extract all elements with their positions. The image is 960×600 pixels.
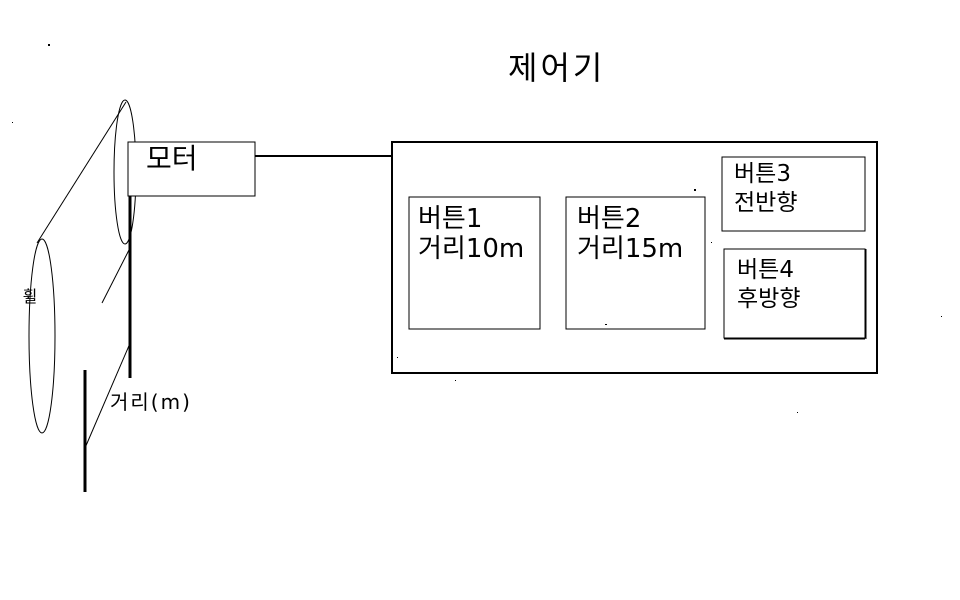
button-2-name: 버튼2 xyxy=(577,204,642,234)
speck xyxy=(605,324,607,325)
button-1-name: 버튼1 xyxy=(418,204,483,234)
motor-label: 모터 xyxy=(146,142,198,175)
speck xyxy=(711,242,712,243)
speck xyxy=(12,122,13,123)
button-4-label[interactable]: 버튼4 후방향 xyxy=(737,256,800,313)
speck xyxy=(48,44,50,46)
wheel-top-line xyxy=(36,101,127,244)
button-2-label[interactable]: 버튼2 거리15m xyxy=(577,204,683,264)
button-2-detail: 거리15m xyxy=(577,234,684,265)
speck xyxy=(941,316,942,317)
speck xyxy=(455,380,456,381)
button-3-detail: 전반향 xyxy=(734,189,798,216)
controller-box xyxy=(391,141,878,374)
button-4[interactable] xyxy=(723,248,866,339)
button-3-label[interactable]: 버튼3 전반향 xyxy=(734,160,797,217)
wheel-front-ellipse xyxy=(28,238,56,434)
button-2[interactable] xyxy=(565,196,706,330)
speck xyxy=(397,357,398,358)
distance-label: 거리(m) xyxy=(110,390,192,414)
button-4-detail: 후방향 xyxy=(737,285,801,312)
button-1-label[interactable]: 버튼1 거리10m xyxy=(418,204,524,264)
wheel-label: 휠 xyxy=(19,288,38,304)
speck xyxy=(694,189,696,191)
controller-title: 제어기 xyxy=(508,49,606,87)
motor-box xyxy=(127,141,256,197)
speck xyxy=(797,412,798,413)
button-3-name: 버튼3 xyxy=(734,161,791,187)
wheel-middle-line xyxy=(101,247,131,304)
wheel-bottom-line xyxy=(84,340,132,449)
button-1[interactable] xyxy=(408,196,541,330)
button-1-detail: 거리10m xyxy=(418,234,525,265)
button-3[interactable] xyxy=(721,156,866,232)
button-4-name: 버튼4 xyxy=(737,257,794,283)
